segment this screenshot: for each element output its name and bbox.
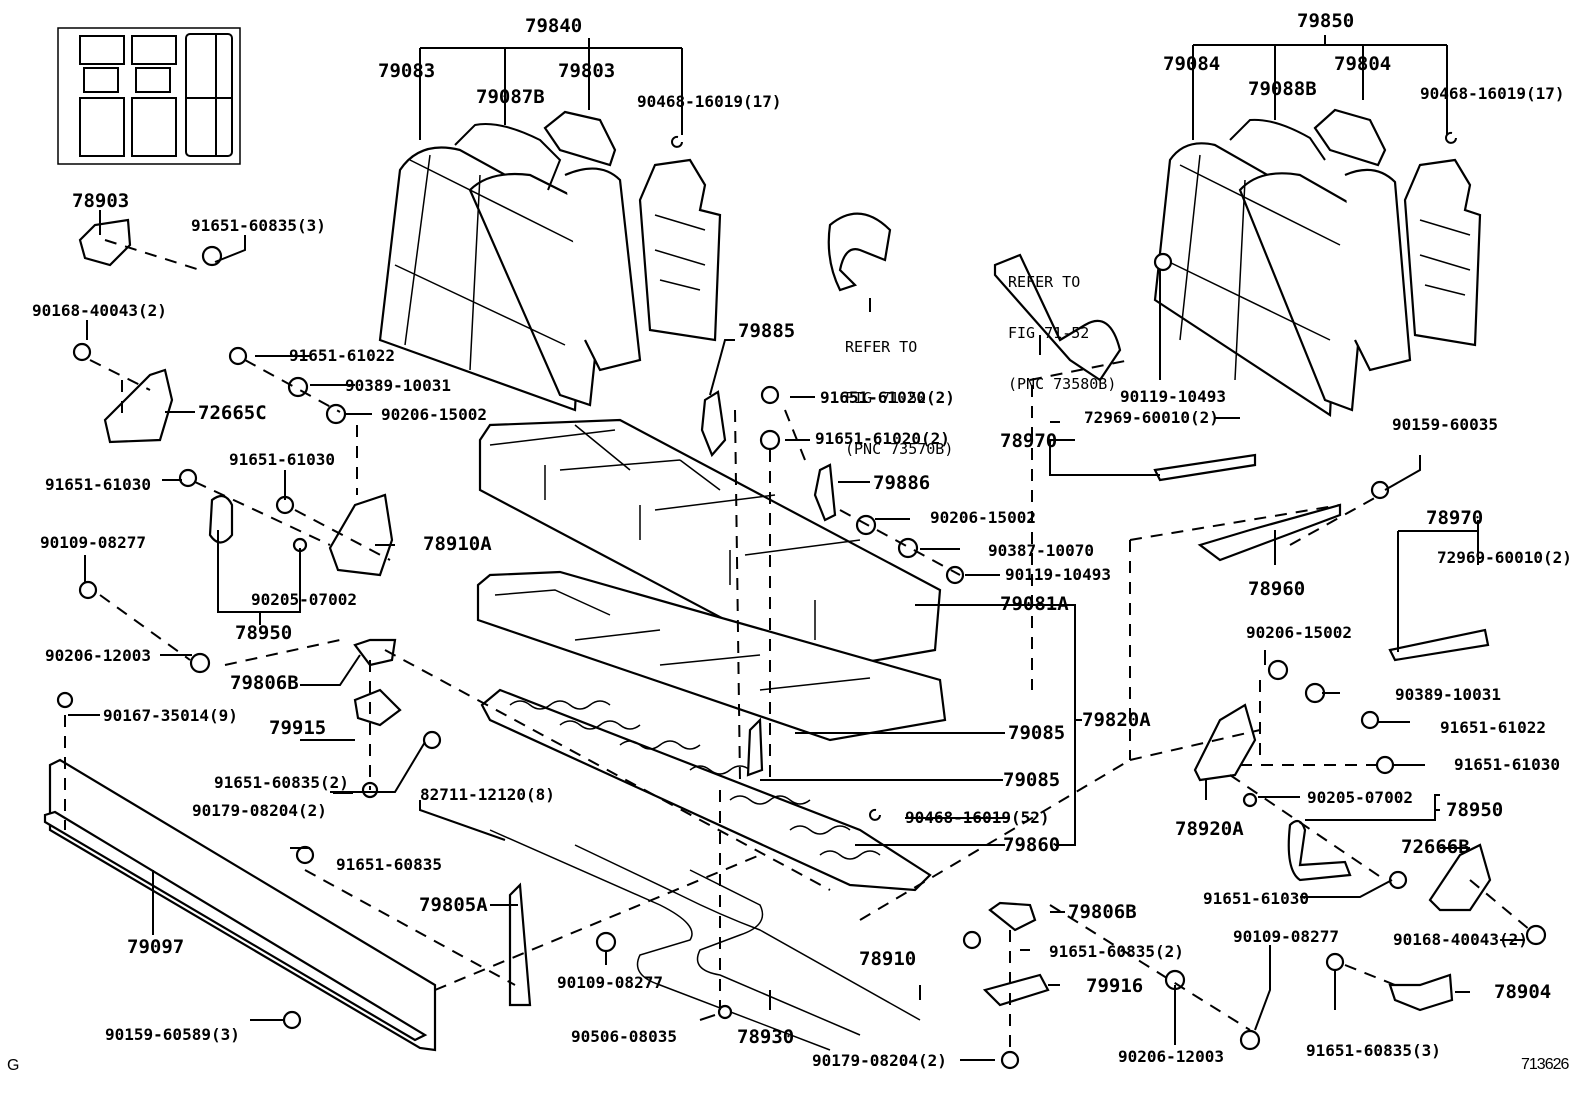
part-label-72666b[interactable]: 72666B bbox=[1401, 836, 1470, 858]
part-label-90205-07002-right[interactable]: 90205-07002 bbox=[1307, 788, 1413, 807]
part-label-90206-12003-right[interactable]: 90206-12003 bbox=[1118, 1047, 1224, 1066]
note-line: (PNC 73580B) bbox=[1008, 375, 1117, 393]
seat-layout-thumbnail bbox=[57, 27, 241, 165]
part-label-90168-40043-2-right[interactable]: 90168-40043(2) bbox=[1393, 930, 1528, 949]
seat-back-right bbox=[1153, 108, 1482, 417]
part-label-78960[interactable]: 78960 bbox=[1248, 578, 1306, 600]
brackets bbox=[78, 212, 1492, 1012]
part-label-72969-60010-2-b[interactable]: 72969-60010(2) bbox=[1437, 548, 1572, 567]
part-label-79083[interactable]: 79083 bbox=[378, 60, 436, 82]
part-label-91651-60835-3-top[interactable]: 91651-60835(3) bbox=[191, 216, 326, 235]
part-label-79805a[interactable]: 79805A bbox=[419, 894, 488, 916]
part-label-79886[interactable]: 79886 bbox=[873, 472, 931, 494]
part-label-90206-15002-center[interactable]: 90206-15002 bbox=[930, 508, 1036, 527]
part-label-72665c[interactable]: 72665C bbox=[198, 402, 267, 424]
part-label-91651-61020-2-b[interactable]: 91651-61020(2) bbox=[815, 429, 950, 448]
part-label-90109-08277-center[interactable]: 90109-08277 bbox=[557, 973, 663, 992]
part-label-78970-a[interactable]: 78970 bbox=[1000, 430, 1058, 452]
note-line: REFER TO bbox=[1008, 273, 1081, 291]
part-label-79885[interactable]: 79885 bbox=[738, 320, 796, 342]
part-label-82711-12120-8[interactable]: 82711-12120(8) bbox=[420, 785, 555, 804]
part-label-79820a[interactable]: 79820A bbox=[1082, 709, 1151, 731]
part-label-78910[interactable]: 78910 bbox=[859, 948, 917, 970]
part-label-90206-15002-right[interactable]: 90206-15002 bbox=[1246, 623, 1352, 642]
part-label-90389-10031-right[interactable]: 90389-10031 bbox=[1395, 685, 1501, 704]
part-label-90206-12003-left[interactable]: 90206-12003 bbox=[45, 646, 151, 665]
part-label-91651-61022-right[interactable]: 91651-61022 bbox=[1440, 718, 1546, 737]
part-label-79084[interactable]: 79084 bbox=[1163, 53, 1221, 75]
part-label-91651-61022-left[interactable]: 91651-61022 bbox=[289, 346, 395, 365]
part-label-91651-60835-2-left[interactable]: 91651-60835(2) bbox=[214, 773, 349, 792]
part-label-78950-right[interactable]: 78950 bbox=[1446, 799, 1504, 821]
corner-code: G bbox=[7, 1057, 20, 1074]
part-label-91651-61030-right-1[interactable]: 91651-61030 bbox=[1454, 755, 1560, 774]
part-label-90179-08204-2-left[interactable]: 90179-08204(2) bbox=[192, 801, 327, 820]
part-label-91651-60835-2-right[interactable]: 91651-60835(2) bbox=[1049, 942, 1184, 961]
rear-rail bbox=[43, 758, 437, 1052]
part-label-79097[interactable]: 79097 bbox=[127, 936, 185, 958]
note-line: FIG 71-52 bbox=[845, 389, 927, 407]
part-label-90159-60035[interactable]: 90159-60035 bbox=[1392, 415, 1498, 434]
note-line: FIG 71-52 bbox=[1008, 324, 1090, 342]
part-label-90119-10493-right[interactable]: 90119-10493 bbox=[1120, 387, 1226, 406]
part-label-90506-08035[interactable]: 90506-08035 bbox=[571, 1027, 677, 1046]
hardware-bolts bbox=[56, 131, 1547, 1070]
part-label-79081a[interactable]: 79081A bbox=[1000, 593, 1069, 615]
part-label-79860[interactable]: 79860 bbox=[1003, 834, 1061, 856]
part-label-72969-60010-2-a[interactable]: 72969-60010(2) bbox=[1084, 408, 1219, 427]
part-label-90109-08277-left[interactable]: 90109-08277 bbox=[40, 533, 146, 552]
part-label-91651-61030-left[interactable]: 91651-61030 bbox=[45, 475, 151, 494]
part-label-79803[interactable]: 79803 bbox=[558, 60, 616, 82]
part-label-79915[interactable]: 79915 bbox=[269, 717, 327, 739]
part-label-79085-a[interactable]: 79085 bbox=[1008, 722, 1066, 744]
part-label-90168-40043-2-left[interactable]: 90168-40043(2) bbox=[32, 301, 167, 320]
part-label-90387-10070[interactable]: 90387-10070 bbox=[988, 541, 1094, 560]
figure-id: 713626 bbox=[1521, 1056, 1569, 1073]
seat-cushion-lower bbox=[476, 570, 947, 742]
part-label-79806b-left[interactable]: 79806B bbox=[230, 672, 299, 694]
part-label-91651-61030-right-2[interactable]: 91651-61030 bbox=[1203, 889, 1309, 908]
part-label-90389-10031-left[interactable]: 90389-10031 bbox=[345, 376, 451, 395]
part-label-91651-60835-3-bottom[interactable]: 91651-60835(3) bbox=[1306, 1041, 1441, 1060]
refer-note-left-seatbelt: REFER TO FIG 71-52 (PNC 73570B) bbox=[845, 305, 953, 475]
part-label-78903[interactable]: 78903 bbox=[72, 190, 130, 212]
part-label-91651-61020-2-a[interactable]: 91651-61020(2) bbox=[820, 388, 955, 407]
part-label-78904[interactable]: 78904 bbox=[1494, 981, 1552, 1003]
part-label-91651-61030-upper[interactable]: 91651-61030 bbox=[229, 450, 335, 469]
part-label-90119-10493-center[interactable]: 90119-10493 bbox=[1005, 565, 1111, 584]
part-label-79804[interactable]: 79804 bbox=[1334, 53, 1392, 75]
part-label-79916[interactable]: 79916 bbox=[1086, 975, 1144, 997]
part-label-79806b-right[interactable]: 79806B bbox=[1068, 901, 1137, 923]
part-label-90205-07002-left[interactable]: 90205-07002 bbox=[251, 590, 357, 609]
assembly-dash-lines bbox=[64, 239, 1531, 1050]
part-label-79088b[interactable]: 79088B bbox=[1248, 78, 1317, 100]
part-label-90159-60589-3[interactable]: 90159-60589(3) bbox=[105, 1025, 240, 1044]
part-label-90468-16019-17-right[interactable]: 90468-16019(17) bbox=[1420, 84, 1565, 103]
seat-back-left bbox=[378, 110, 722, 412]
refer-note-right-seatbelt: REFER TO FIG 71-52 (PNC 73580B) bbox=[1008, 240, 1116, 410]
note-line: (PNC 73570B) bbox=[845, 440, 954, 458]
part-label-78930[interactable]: 78930 bbox=[737, 1026, 795, 1048]
part-label-91651-60835-single[interactable]: 91651-60835 bbox=[336, 855, 442, 874]
leader-lines bbox=[68, 35, 1525, 1061]
seat-cushion-upper bbox=[478, 418, 942, 672]
part-label-79840[interactable]: 79840 bbox=[525, 15, 583, 37]
part-label-90179-08204-2-center[interactable]: 90179-08204(2) bbox=[812, 1051, 947, 1070]
part-label-78970-b[interactable]: 78970 bbox=[1426, 507, 1484, 529]
part-label-90206-15002-left[interactable]: 90206-15002 bbox=[381, 405, 487, 424]
part-label-90468-16019-17-left[interactable]: 90468-16019(17) bbox=[637, 92, 782, 111]
part-label-90167-35014-9[interactable]: 90167-35014(9) bbox=[103, 706, 238, 725]
part-label-79087b[interactable]: 79087B bbox=[476, 86, 545, 108]
part-label-79085-b[interactable]: 79085 bbox=[1003, 769, 1061, 791]
part-label-78920a[interactable]: 78920A bbox=[1175, 818, 1244, 840]
part-label-78910a[interactable]: 78910A bbox=[423, 533, 492, 555]
part-label-79850[interactable]: 79850 bbox=[1297, 10, 1355, 32]
part-label-78950-left[interactable]: 78950 bbox=[235, 622, 293, 644]
part-label-90109-08277-right[interactable]: 90109-08277 bbox=[1233, 927, 1339, 946]
note-line: REFER TO bbox=[845, 338, 918, 356]
part-label-90468-16019-52[interactable]: 90468-16019(52) bbox=[905, 808, 1050, 827]
